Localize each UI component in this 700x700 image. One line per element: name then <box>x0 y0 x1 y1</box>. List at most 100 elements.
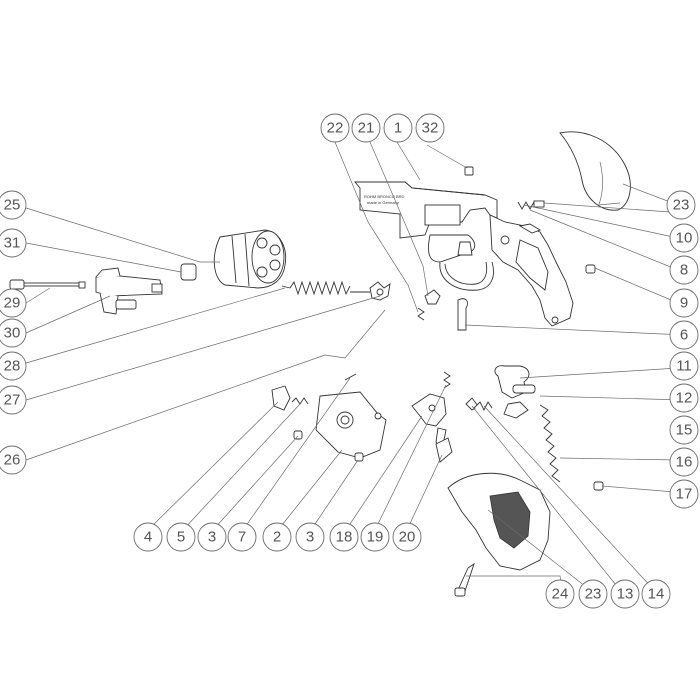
callout-19: 19 <box>360 522 390 552</box>
part-frame-slide: ROHM BRONCO BRD made in Germany <box>354 181 574 327</box>
svg-text:3: 3 <box>208 529 216 546</box>
part-21-latch <box>424 289 441 305</box>
svg-text:26: 26 <box>4 452 21 469</box>
callout-13: 13 <box>610 579 640 609</box>
part-4-cylinder-latch <box>271 385 291 411</box>
part-20-pawl <box>435 437 453 463</box>
svg-text:14: 14 <box>648 586 665 603</box>
callout-31: 31 <box>0 228 27 258</box>
svg-text:1: 1 <box>394 120 402 137</box>
svg-text:32: 32 <box>422 120 439 137</box>
svg-text:25: 25 <box>4 197 21 214</box>
callout-23-top: 23 <box>666 190 696 220</box>
part-25-cylinder <box>213 229 287 289</box>
callout-9: 9 <box>669 288 699 318</box>
callout-21: 21 <box>351 113 381 143</box>
svg-text:9: 9 <box>680 295 688 312</box>
callout-3-a: 3 <box>197 522 227 552</box>
svg-text:16: 16 <box>676 454 693 471</box>
callout-5: 5 <box>166 522 196 552</box>
callout-28: 28 <box>0 351 27 381</box>
part-3-screw-a <box>293 430 303 440</box>
callout-30: 30 <box>0 318 27 348</box>
part-7-pin <box>344 373 357 381</box>
svg-text:20: 20 <box>399 529 416 546</box>
callout-20: 20 <box>392 522 422 552</box>
callout-15: 15 <box>669 415 699 445</box>
callout-22: 22 <box>320 113 350 143</box>
svg-text:12: 12 <box>676 390 693 407</box>
part-18-trigger <box>411 393 447 449</box>
slide-engraving-1: ROHM BRONCO BRD <box>364 194 405 199</box>
part-11-bar <box>457 298 469 331</box>
callout-4: 4 <box>133 522 163 552</box>
svg-text:23: 23 <box>585 586 602 603</box>
svg-text:13: 13 <box>617 586 634 603</box>
callout-27: 27 <box>0 385 27 415</box>
svg-text:10: 10 <box>676 230 693 247</box>
svg-text:31: 31 <box>4 235 21 252</box>
callout-26: 26 <box>0 445 27 475</box>
part-grip-top-right <box>559 131 631 211</box>
svg-text:19: 19 <box>367 529 384 546</box>
svg-text:22: 22 <box>327 120 344 137</box>
svg-text:21: 21 <box>358 120 375 137</box>
callout-11: 11 <box>669 351 699 381</box>
part-22-spring <box>417 307 425 321</box>
svg-text:24: 24 <box>552 586 569 603</box>
svg-text:18: 18 <box>336 529 353 546</box>
part-3-screw-b <box>354 452 364 462</box>
callout-24: 24 <box>545 579 575 609</box>
part-13-pin <box>465 397 479 411</box>
callout-1: 1 <box>383 113 413 143</box>
callout-17: 17 <box>669 479 699 509</box>
part-15-16-mainspring <box>512 384 604 491</box>
callout-14: 14 <box>641 579 671 609</box>
part-28-spring <box>281 280 351 296</box>
svg-text:4: 4 <box>144 529 152 546</box>
callout-10: 10 <box>669 223 699 253</box>
slide-engraving-2: made in Germany <box>367 200 399 205</box>
part-14-spring <box>473 401 493 412</box>
svg-text:30: 30 <box>4 325 21 342</box>
part-5-spring <box>291 397 309 405</box>
callout-32: 32 <box>415 113 445 143</box>
svg-text:11: 11 <box>676 358 692 375</box>
callout-2: 2 <box>262 522 292 552</box>
part-10-screw <box>533 200 545 208</box>
svg-text:6: 6 <box>680 327 688 344</box>
callout-23-bottom: 23 <box>578 579 608 609</box>
part-29-rod <box>9 279 86 290</box>
part-26-ratchet <box>350 281 391 301</box>
svg-text:15: 15 <box>676 422 693 439</box>
callout-3-b: 3 <box>295 522 325 552</box>
svg-text:28: 28 <box>4 358 21 375</box>
callout-29: 29 <box>0 288 27 318</box>
svg-text:27: 27 <box>4 392 21 409</box>
svg-text:7: 7 <box>238 529 246 546</box>
part-30-crane <box>95 267 163 315</box>
svg-text:23: 23 <box>673 197 690 214</box>
svg-text:29: 29 <box>4 295 21 312</box>
callout-8: 8 <box>669 255 699 285</box>
svg-text:5: 5 <box>177 529 185 546</box>
part-32-pin <box>464 166 474 176</box>
svg-text:8: 8 <box>680 262 688 279</box>
svg-text:3: 3 <box>306 529 314 546</box>
callout-25: 25 <box>0 190 27 220</box>
callout-18: 18 <box>329 522 359 552</box>
callout-6: 6 <box>669 320 699 350</box>
svg-text:2: 2 <box>273 529 281 546</box>
part-6-pin <box>585 264 596 274</box>
svg-text:17: 17 <box>676 486 693 503</box>
callout-16: 16 <box>669 447 699 477</box>
part-2-side-plate <box>315 391 387 459</box>
part-31-ring <box>180 263 197 281</box>
callout-12: 12 <box>669 383 699 413</box>
part-23-grip <box>447 472 551 571</box>
leader-lines <box>25 141 686 591</box>
part-19-spring <box>443 371 451 389</box>
callout-7: 7 <box>227 522 257 552</box>
part-24-screw <box>454 562 475 597</box>
